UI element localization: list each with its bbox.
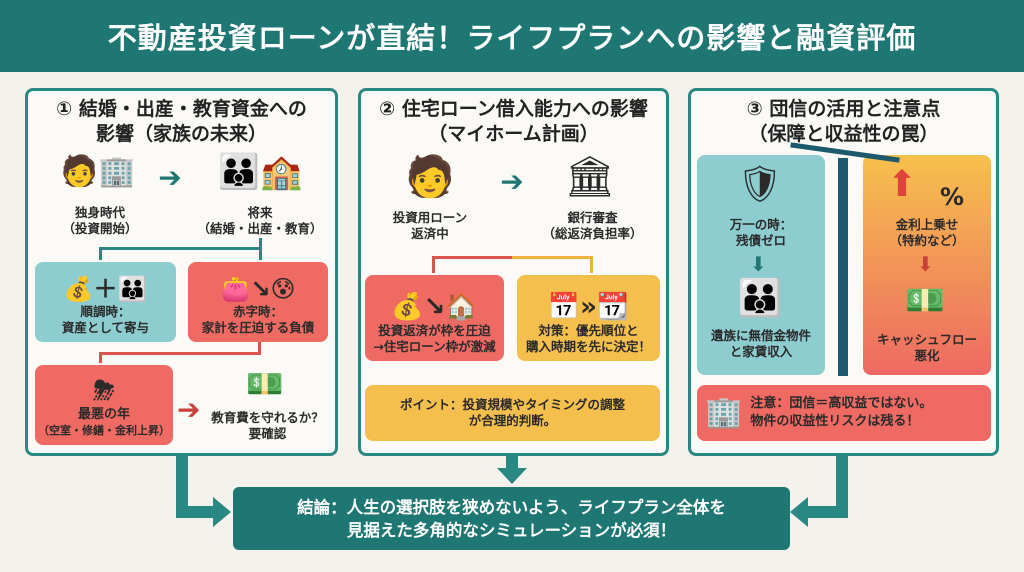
family-icon: 👪 <box>737 278 783 319</box>
connector <box>259 238 262 260</box>
arrow-head-icon <box>213 497 231 527</box>
bank-calculator-icon: 🏛 <box>564 154 616 200</box>
connector <box>258 342 261 354</box>
arrow-right-icon: ➔ <box>177 393 201 426</box>
flow-arrow <box>176 506 218 518</box>
panel-title: ② 住宅ローン借入能力への影響（マイホーム計画） <box>379 98 648 145</box>
worst-year-box: ⛈最悪の年（空室・修繕・金利上昇） <box>35 365 173 445</box>
arrow-down-icon: ⬇ <box>917 252 934 276</box>
percent-icon: % <box>940 183 965 211</box>
arrow-head-icon <box>790 497 808 527</box>
caution-box: 🏢注意：団信＝高収益ではない。物件の収益性リスクは残る！ <box>697 385 991 441</box>
countermeasure-box: 📅»📆対策：優先順位と購入時期を先に決定！ <box>517 275 660 361</box>
protection-box <box>697 155 825 375</box>
arrow-right-icon: ➔ <box>500 165 524 198</box>
flow-arrow <box>176 456 188 518</box>
conclusion-box: 結論：人生の選択肢を狭めないよう、ライフプラン全体を見据えた多角的なシミュレーシ… <box>233 487 790 550</box>
single-label: 独身時代（投資開始） <box>62 205 138 236</box>
wallet-stress-icon: 👛↘😰 <box>220 275 296 303</box>
arrow-right-icon: ➔ <box>158 161 182 194</box>
money-family-icon: 💰＋👪 <box>63 275 148 303</box>
family-benefit-label: 遺族に無借金物件と家賃収入 <box>710 328 811 359</box>
arrow-up-icon: ⬆ <box>886 164 918 205</box>
cash-outflow-icon: 💵 <box>905 281 945 319</box>
connector <box>512 256 592 259</box>
storm-cloud-icon: ⛈ <box>93 376 115 406</box>
point-box: ポイント：投資規模やタイミングの調整が合理的判断。 <box>365 385 660 441</box>
money-question-icon: 💵 <box>246 367 284 402</box>
repaying-label: 投資用ローン返済中 <box>392 210 468 241</box>
bank-review-label: 銀行審査（総返済負担率） <box>542 210 643 241</box>
connector <box>590 256 593 273</box>
calendar-icon: 📅»📆 <box>547 292 630 322</box>
person-icon: 🧑 <box>405 154 455 200</box>
connector <box>432 256 435 273</box>
page-title: 不動産投資ローンが直結！ライフプランへの影響と融資評価 <box>0 0 1024 72</box>
connector <box>100 352 261 355</box>
connector <box>99 352 102 363</box>
family-school-icon: 👪🏫 <box>217 152 303 192</box>
connector <box>433 256 513 259</box>
flow-arrow <box>806 506 848 518</box>
single-person-icon: 🧑🏢 <box>60 154 136 189</box>
cashflow-label: キャッシュフロー悪化 <box>876 332 977 363</box>
building-icon: 🏢 <box>705 395 743 430</box>
limit-squeeze-box: 💰↘🏠投資返済が枠を圧迫→住宅ローン枠が激減 <box>365 275 504 361</box>
panel-title: ① 結婚・出産・教育資金への影響（家族の未来） <box>56 98 307 145</box>
scale-pole <box>838 158 848 376</box>
arrow-down-icon: ⬇ <box>750 252 767 276</box>
panel-title: ③ 団信の活用と注意点（保障と収益性の罠） <box>746 98 941 145</box>
arrow-head-icon <box>497 468 527 484</box>
cost-box <box>863 155 991 375</box>
connector <box>100 247 260 250</box>
education-check-label: 教育費を守れるか？要確認 <box>211 410 324 441</box>
money-house-icon: 💰↘🏠 <box>391 292 478 322</box>
connector <box>99 247 102 260</box>
emergency-label: 万一の時：残債ゼロ <box>729 217 793 248</box>
future-label: 将来（結婚・出産・教育） <box>197 205 323 236</box>
shield-heart-icon: 🛡 <box>737 164 783 205</box>
flow-arrow <box>506 456 518 470</box>
good-case-box: 💰＋👪順調時：資産として寄与 <box>35 262 176 342</box>
deficit-case-box: 👛↘😰赤字時：家計を圧迫する負債 <box>188 262 328 342</box>
rate-surcharge-label: 金利上乗せ（特約など） <box>889 217 965 248</box>
flow-arrow <box>836 456 848 518</box>
